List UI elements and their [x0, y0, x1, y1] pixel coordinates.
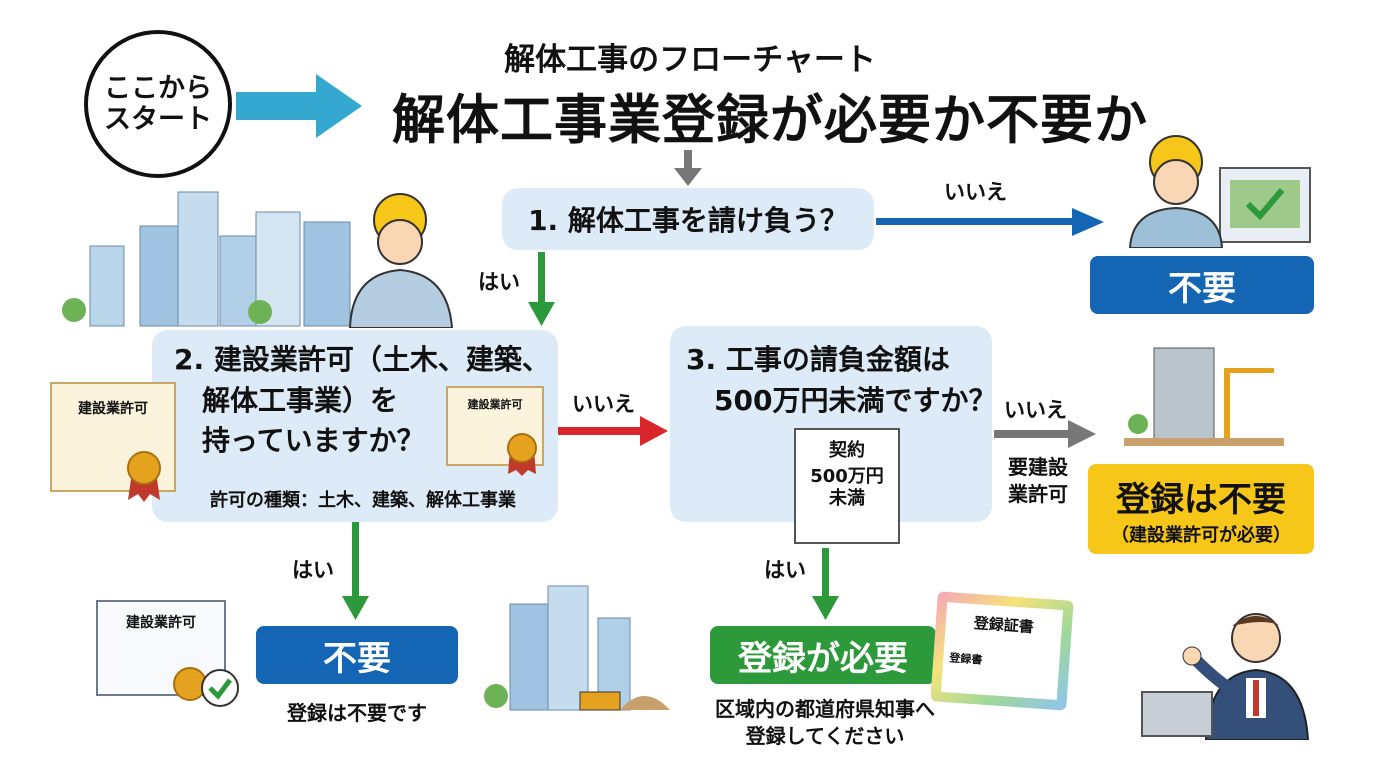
start-arrow [236, 74, 362, 138]
q3-no-sublabel: 要建設 業許可 [1008, 455, 1068, 506]
question-1-box: 1. 解体工事を請け負う？ [502, 188, 874, 250]
flowchart-title: 解体工事業登録が必要か不要か [392, 90, 1148, 151]
q1-no-arrow [876, 208, 1104, 236]
result-not-required-permit: 登録は不要 （建設業許可が必要） [1088, 464, 1314, 554]
permit-certificate-inner-title: 建設業許可 [467, 398, 523, 411]
q2-no-label: いいえ [572, 392, 635, 416]
question-2-text: 2. 建設業許可（土木、建築、 解体工事業）を 持っていますか？ [174, 343, 550, 458]
result-required: 登録が必要 [710, 626, 936, 684]
demolition-site-illustration [484, 585, 670, 711]
result-3-note: 区域内の都道府県知事へ 登録してください [715, 697, 935, 748]
flowchart-subtitle: 解体工事のフローチャート [504, 42, 876, 78]
q3-no-arrow [994, 420, 1096, 448]
result-4-sub: （建設業許可が必要） [1111, 524, 1291, 546]
permit-certificate-inner: 建設業許可 [446, 386, 544, 466]
result-not-required-2: 不要 [256, 626, 458, 684]
contract-title: 契約 [829, 440, 865, 461]
result-4-main: 登録は不要 [1116, 479, 1286, 520]
q3-yes-arrow [812, 548, 839, 620]
start-circle: ここから スタート [84, 30, 232, 178]
question-1-text: 1. 解体工事を請け負う？ [528, 204, 848, 237]
question-2-note: 許可の種類：土木、建築、解体工事業 [210, 490, 516, 511]
q2-yes-arrow [342, 522, 369, 620]
arrow-to-q1 [674, 150, 702, 186]
q3-yes-label: はい [764, 558, 806, 582]
q1-yes-arrow [528, 252, 555, 326]
permit-certificate-left-title: 建設業許可 [78, 401, 148, 417]
q1-no-label: いいえ [944, 180, 1007, 204]
registration-certificate-sub: 登録書 [948, 651, 983, 667]
result-not-required-1: 不要 [1090, 256, 1314, 314]
q2-no-arrow [558, 416, 668, 446]
question-3-text: 3. 工事の請負金額は 500万円未満ですか？ [686, 343, 997, 417]
permit-certificate-bottom: 建設業許可 [96, 600, 226, 696]
award-ribbon-icon [127, 451, 161, 502]
result-2-note: 登録は不要です [287, 701, 427, 725]
worker-approval-illustration [1128, 135, 1311, 248]
check-badge-icon [173, 667, 239, 707]
contract-amount: 500万円 未満 [810, 466, 884, 509]
permit-certificate-bottom-title: 建設業許可 [126, 615, 196, 631]
registration-certificate-title: 登録証書 [973, 613, 1035, 637]
award-ribbon-icon-2 [507, 433, 537, 476]
construction-site-illustration [1124, 347, 1284, 446]
q2-yes-label: はい [292, 558, 334, 582]
city-worker-illustration [62, 191, 454, 328]
q1-yes-label: はい [478, 270, 520, 294]
businessman-laptop-illustration [1141, 613, 1310, 740]
contract-document: 契約 500万円 未満 [794, 428, 900, 544]
q3-no-label: いいえ [1004, 398, 1067, 422]
registration-certificate: 登録証書 登録書 [930, 591, 1074, 711]
